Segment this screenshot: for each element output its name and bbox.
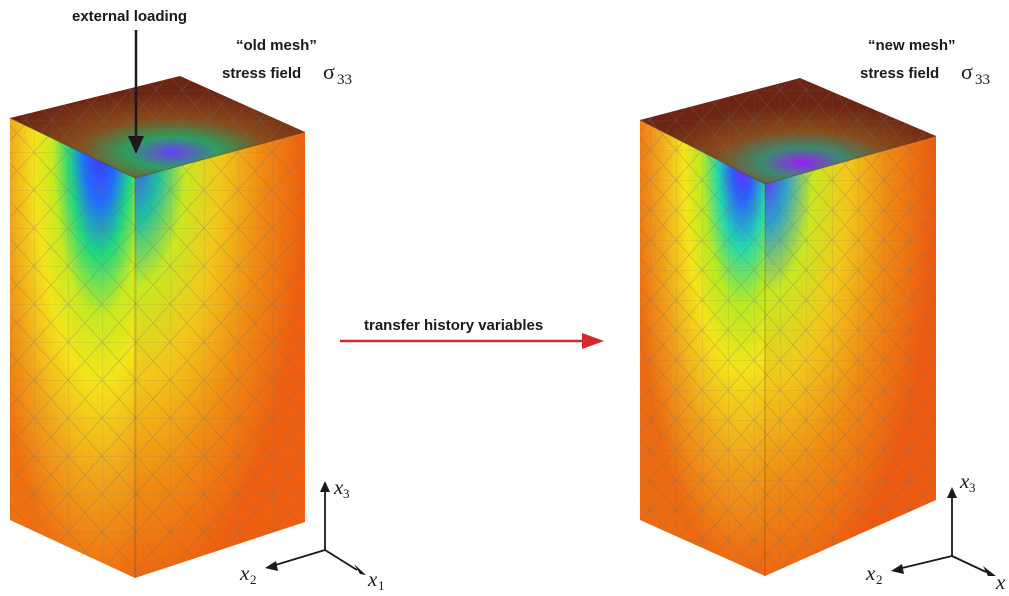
- new-mesh-block: [639, 78, 937, 576]
- new-axis-x3-sub: 3: [969, 480, 976, 495]
- external-loading-indicator: external loading: [72, 8, 187, 154]
- old-axis-x1-sub: 1: [378, 578, 385, 593]
- old-mesh-field-label: stress field: [222, 65, 301, 82]
- transfer-arrow-group: transfer history variables: [340, 317, 604, 349]
- old-mesh-title: “old mesh”: [236, 37, 317, 54]
- old-axis-x2-sub: 2: [250, 572, 257, 587]
- old-coordinate-axes: x 3 x 1 x 2: [239, 475, 385, 593]
- new-mesh-sigma-subscript: 33: [975, 72, 990, 88]
- old-mesh-caption: “old mesh” stress field σ 33: [222, 37, 352, 88]
- old-mesh-sigma-symbol: σ: [323, 59, 335, 84]
- new-coordinate-axes: x 3 x x 2: [865, 469, 1006, 594]
- transfer-label: transfer history variables: [364, 317, 543, 334]
- new-mesh-caption: “new mesh” stress field σ 33: [860, 37, 990, 88]
- new-mesh-sigma-symbol: σ: [961, 59, 973, 84]
- new-axis-x2-sub: 2: [876, 572, 883, 587]
- old-axis-x1-letter: x: [367, 567, 378, 591]
- new-axis-x2-letter: x: [865, 561, 876, 585]
- old-axis-x2-letter: x: [239, 561, 250, 585]
- new-mesh-field-label: stress field: [860, 65, 939, 82]
- new-axis-x3-letter: x: [959, 469, 970, 493]
- old-mesh-sigma-subscript: 33: [337, 72, 352, 88]
- external-loading-label: external loading: [72, 8, 187, 25]
- old-mesh-block: [9, 76, 306, 578]
- new-mesh-title: “new mesh”: [868, 37, 956, 54]
- old-axis-x3-letter: x: [333, 475, 344, 499]
- old-axis-x3-sub: 3: [343, 486, 350, 501]
- new-axis-x1-letter: x: [995, 570, 1006, 594]
